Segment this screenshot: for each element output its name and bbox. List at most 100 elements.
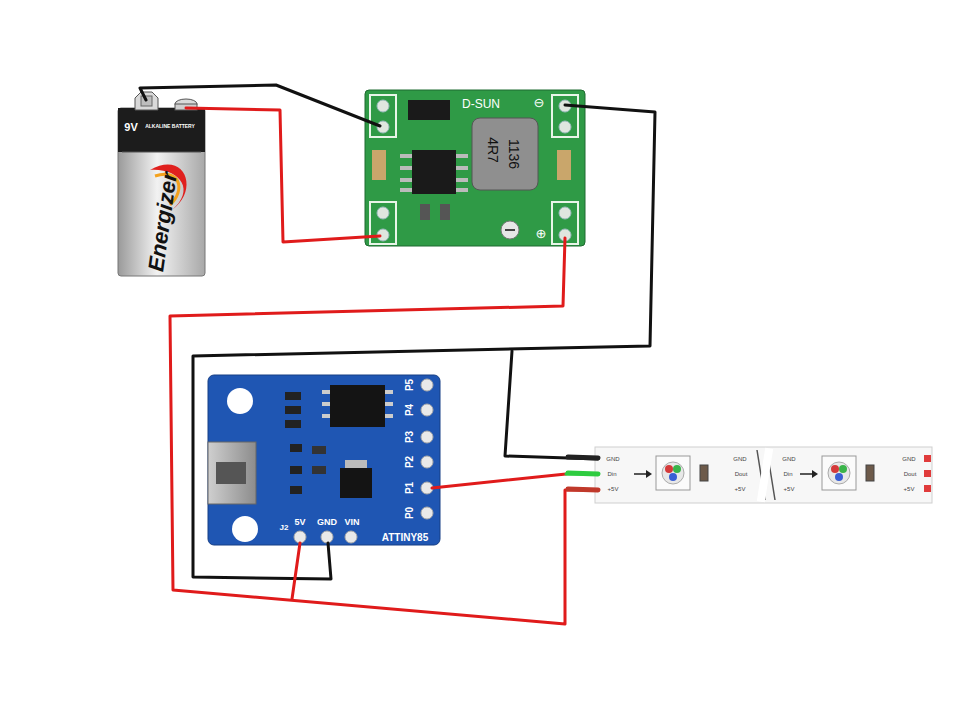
buck-converter <box>365 90 585 246</box>
attiny85-board-part <box>208 442 256 504</box>
led-strip-part <box>656 456 690 490</box>
led-strip-part <box>924 485 931 492</box>
attiny85-board-part <box>321 531 333 543</box>
pin-label: Din <box>783 471 792 477</box>
wires-part <box>505 351 598 459</box>
attiny85-board-part <box>312 446 326 454</box>
attiny85-board-part <box>285 420 301 428</box>
pin-label: P1 <box>405 482 415 494</box>
chip-name: ATTINY85 <box>382 533 429 543</box>
attiny85-board-part <box>421 456 433 468</box>
pin-label: VIN <box>344 518 359 527</box>
attiny85-board-part <box>227 388 253 414</box>
attiny85-board-part <box>285 406 301 414</box>
wires-part <box>186 108 380 242</box>
led-strip-part <box>828 462 850 484</box>
led-strip-part <box>646 470 652 478</box>
battery-9v-part <box>118 108 205 152</box>
pin-label: +5V <box>608 486 619 492</box>
wires-part <box>568 473 598 474</box>
pin-label: +5V <box>904 486 915 492</box>
led-strip-part <box>924 455 931 462</box>
led-strip-part <box>835 473 843 481</box>
buck-converter-part <box>456 166 468 170</box>
wires-part <box>193 105 655 579</box>
wires-part <box>140 85 380 126</box>
buck-converter-part <box>408 100 450 120</box>
battery-9v-part <box>118 108 205 276</box>
pin-label: GND <box>782 456 795 462</box>
attiny85-board-part <box>208 375 440 545</box>
led-strip-part <box>839 465 847 473</box>
buck-converter-part <box>505 229 515 231</box>
pin-label: Dout <box>904 471 917 477</box>
buck-converter-part <box>372 150 386 180</box>
pin-label: Din <box>607 471 616 477</box>
led-strip-part <box>673 465 681 473</box>
attiny85-board-part <box>345 531 357 543</box>
buck-converter-part <box>456 178 468 182</box>
wires <box>140 85 655 624</box>
buck-converter-part <box>370 95 396 137</box>
battery-voltage: 9V <box>124 122 137 133</box>
attiny85-board-part <box>330 385 385 427</box>
led-strip-part <box>700 465 708 481</box>
led-strip-part <box>866 465 874 481</box>
attiny85-board-part <box>421 507 433 519</box>
attiny85-board-part <box>290 486 302 494</box>
attiny85-board-part <box>290 444 302 452</box>
attiny85-board-part <box>290 466 302 474</box>
pin-label: P4 <box>405 404 415 416</box>
buck-converter-part <box>501 221 519 239</box>
pin-label: P3 <box>405 431 415 443</box>
buck-converter-part <box>400 154 412 158</box>
pin-label: GND <box>317 518 337 527</box>
led-strip-part <box>822 456 856 490</box>
buck-converter-part <box>420 204 430 220</box>
buck-converter-part <box>552 95 578 137</box>
led-strip-part <box>812 470 818 478</box>
attiny85-board-part <box>294 531 306 543</box>
wires-part <box>566 473 598 476</box>
attiny85-board-part <box>285 392 301 400</box>
inductor-code: 4R7 <box>486 137 500 163</box>
led-strip <box>595 447 932 503</box>
led-strip-part <box>669 473 677 481</box>
wires-part <box>432 474 566 488</box>
buck-converter-part <box>377 207 389 219</box>
polarity-mark: ⊖ <box>534 96 545 109</box>
attiny85-board <box>208 375 440 545</box>
attiny85-board-part <box>421 431 433 443</box>
attiny85-board-part <box>340 468 372 498</box>
led-strip-part <box>662 462 684 484</box>
inductor-code: 1136 <box>507 139 521 169</box>
buck-converter-part <box>412 150 456 194</box>
led-strip-part <box>634 473 646 475</box>
attiny85-board-part <box>345 460 367 468</box>
attiny85-board-part <box>421 404 433 416</box>
buck-converter-part <box>456 154 468 158</box>
led-strip-part <box>757 448 773 503</box>
wires-part <box>292 543 300 599</box>
attiny85-board-part <box>385 390 393 394</box>
wires-part <box>568 457 598 458</box>
pin-label: GND <box>606 456 619 462</box>
pin-label: P2 <box>405 456 415 468</box>
buck-converter-part <box>377 100 389 112</box>
attiny85-board-part <box>385 414 393 418</box>
battery-9v <box>118 92 205 276</box>
wires-part <box>568 489 598 490</box>
buck-converter-part <box>456 188 468 192</box>
wires-part <box>170 238 598 624</box>
led-strip-part <box>595 447 932 503</box>
attiny85-board-part <box>312 466 326 474</box>
board-name: D-SUN <box>462 98 500 110</box>
attiny85-board-part <box>216 462 246 484</box>
attiny85-board-part <box>385 402 393 406</box>
pin-label: Dout <box>735 471 748 477</box>
attiny85-board-part <box>322 414 330 418</box>
led-strip-part <box>831 465 839 473</box>
buck-converter-part <box>557 150 571 180</box>
polarity-mark: ⊕ <box>536 227 547 240</box>
